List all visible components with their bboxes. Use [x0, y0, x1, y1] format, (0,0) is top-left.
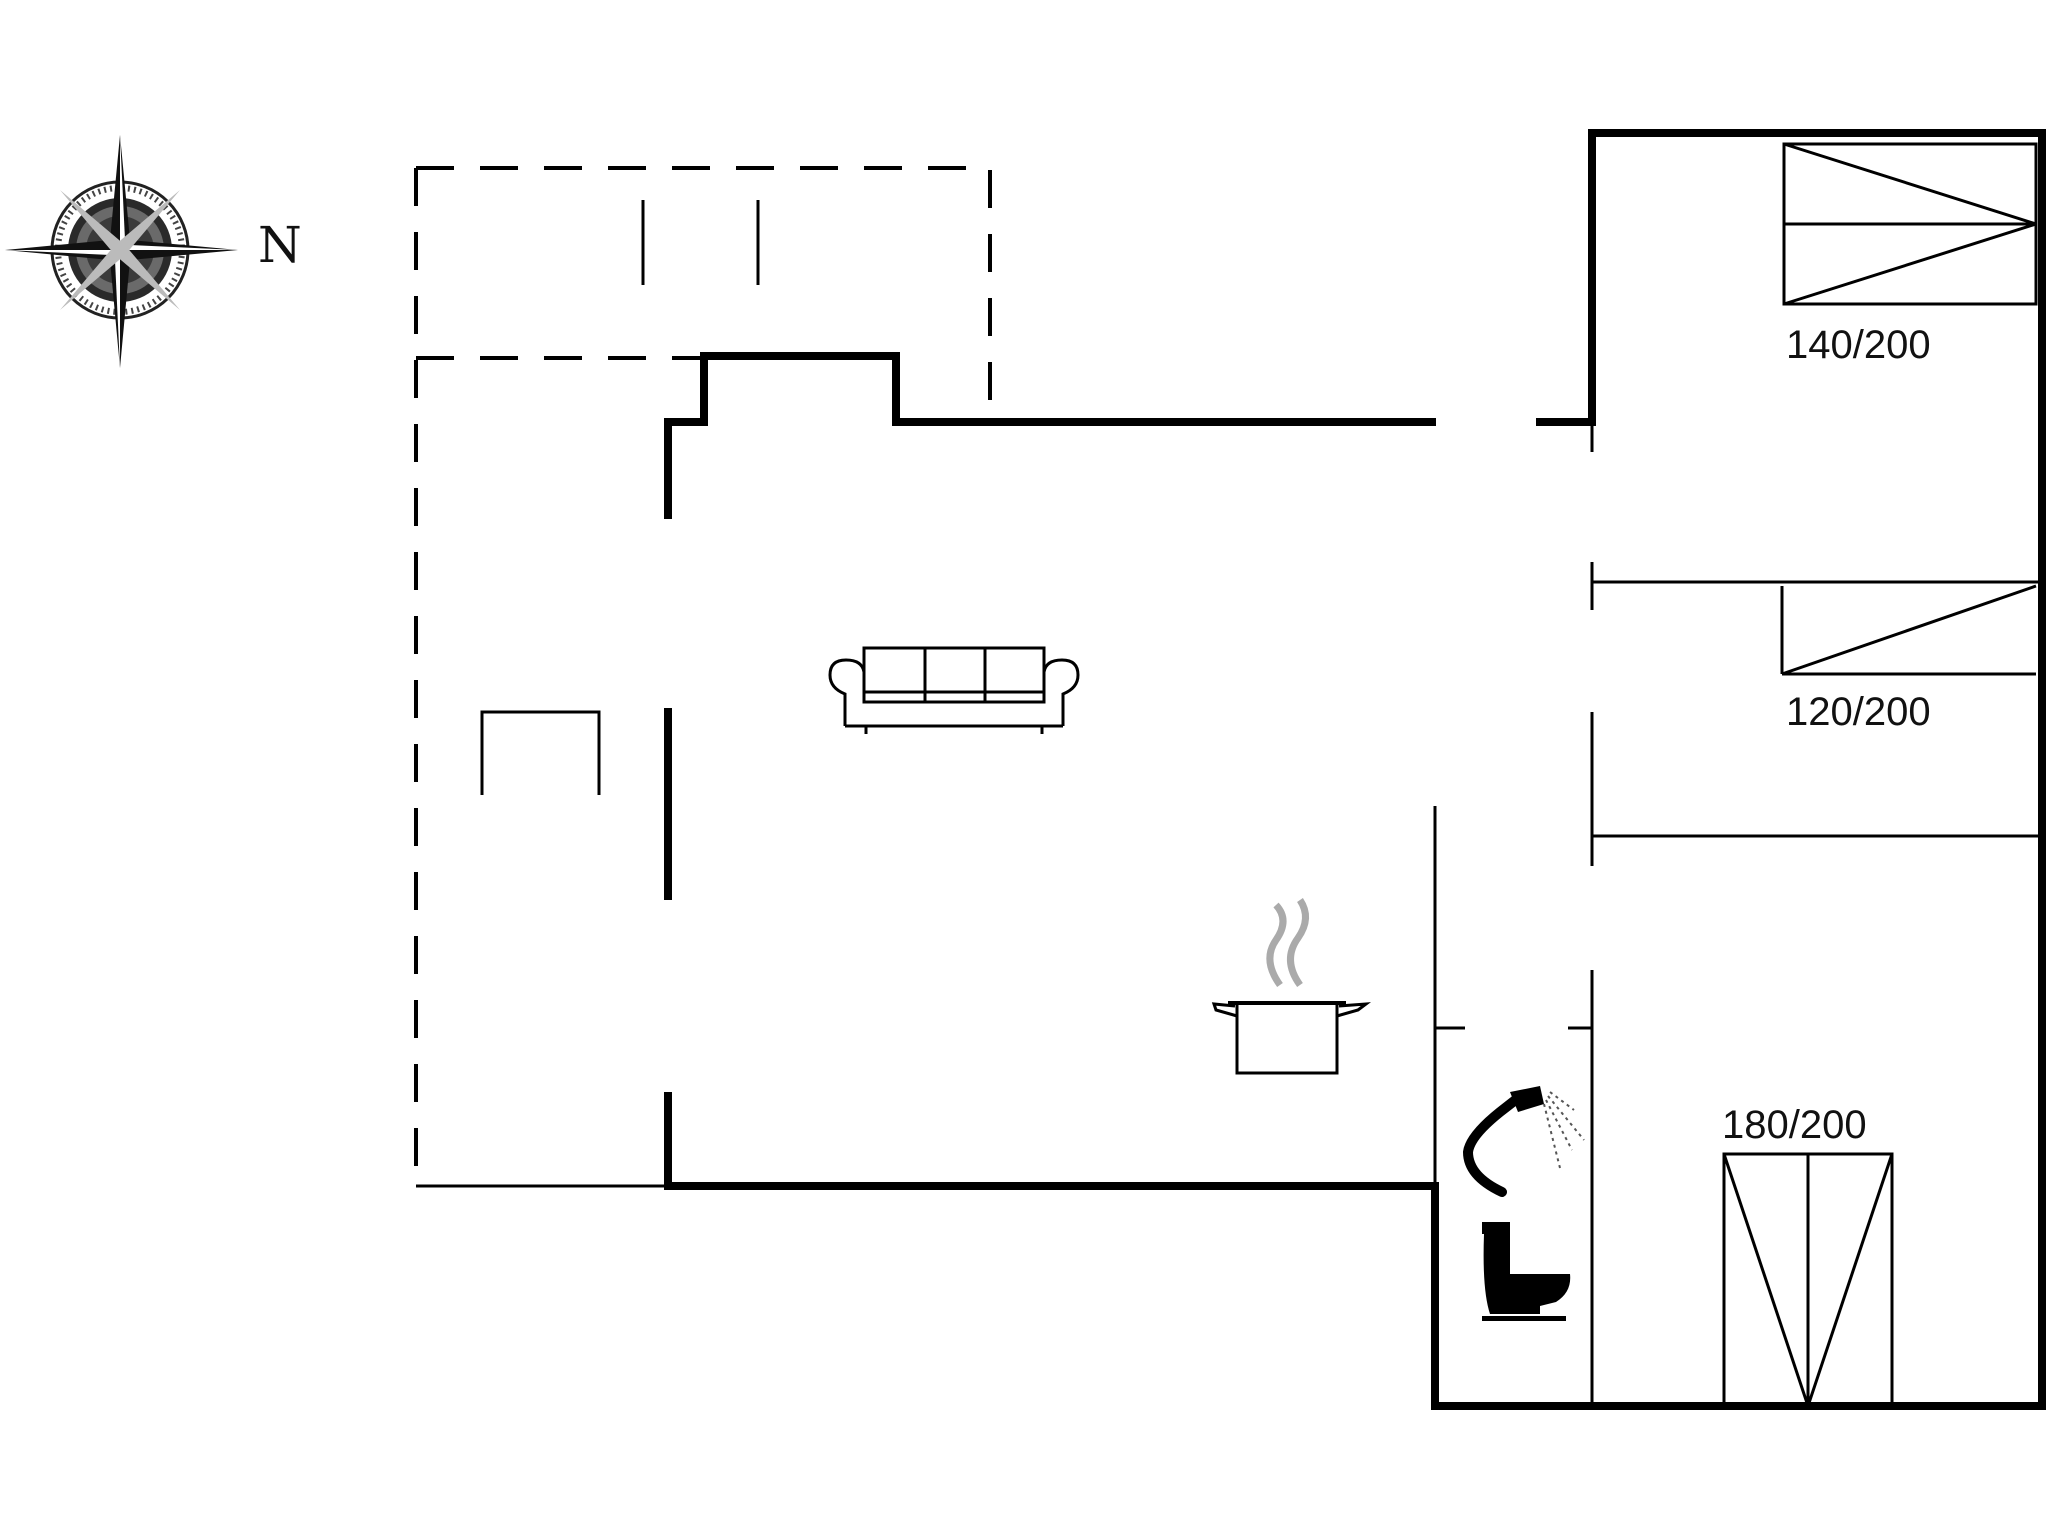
shower-icon: [1462, 1086, 1585, 1197]
bed-icon: [1722, 1152, 1894, 1408]
table-icon: [480, 710, 601, 795]
bed-icon: [1780, 584, 2037, 676]
north-label: N: [258, 216, 302, 274]
toilet-icon: [1482, 1222, 1571, 1321]
bed-icon: [1782, 142, 2038, 306]
bed-size-label: 140/200: [1786, 323, 1931, 367]
cooking-pot-icon: [1211, 898, 1371, 1075]
bed-size-label: 180/200: [1722, 1103, 1867, 1147]
bed-size-label: 120/200: [1786, 690, 1931, 734]
terrace-outline: [414, 166, 992, 1188]
interior-walls: [1433, 422, 2042, 1406]
compass-rose-icon: [5, 135, 238, 368]
sofa-icon: [828, 646, 1080, 734]
